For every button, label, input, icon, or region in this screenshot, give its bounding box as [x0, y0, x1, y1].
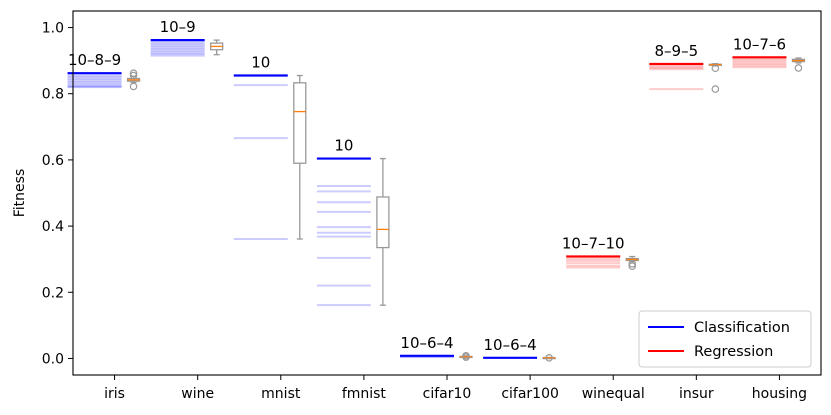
legend-frame — [638, 310, 812, 368]
y-tick-label: 0.0 — [42, 351, 64, 367]
flier-point — [545, 353, 553, 362]
y-tick-label: 0.4 — [42, 219, 64, 235]
y-tick-label: 0.2 — [42, 285, 64, 301]
x-tick-label: insur — [679, 386, 714, 402]
flier-point — [129, 82, 138, 91]
y-axis-label: Fitness — [12, 169, 28, 218]
best-config-label: 10–8–9 — [68, 51, 121, 69]
boxplot — [542, 353, 556, 362]
dataset-housing: 10–7–6 — [732, 35, 806, 72]
best-config-label: 10 — [334, 137, 353, 155]
x-tick-label: fmnist — [342, 386, 387, 402]
best-config-label: 10–7–10 — [562, 235, 625, 253]
x-tick-label: mnist — [261, 386, 301, 402]
y-tick-label: 1.0 — [42, 21, 64, 37]
dataset-wine: 10–9 — [150, 18, 224, 57]
y-tick-label: 0.8 — [42, 87, 64, 103]
boxplot — [625, 255, 639, 270]
dataset-fmnist: 10 — [316, 137, 390, 307]
flier-point — [628, 262, 637, 270]
boxplot — [376, 157, 390, 306]
best-config-label: 10–6–4 — [484, 336, 537, 354]
x-tick-label: cifar10 — [423, 386, 472, 402]
x-tick-label: housing — [752, 386, 807, 402]
dataset-cifar100: 10–6–4 — [483, 336, 556, 362]
best-config-label: 8–9–5 — [655, 42, 699, 60]
flier-point — [711, 64, 720, 73]
x-tick-label: iris — [104, 386, 125, 402]
box-iqr — [293, 82, 307, 164]
best-config-label: 10–6–4 — [400, 334, 453, 352]
dataset-winequal: 10–7–10 — [562, 235, 639, 270]
flier-point — [129, 69, 138, 78]
flier-point — [711, 85, 720, 93]
x-axis: iris wine mnist fmnist cifar10 cifar100 winequ… — [104, 375, 807, 402]
y-axis: 0.0 0.2 0.4 0.6 0.8 1.0 — [42, 21, 73, 367]
x-tick-label: cifar100 — [501, 386, 559, 402]
flier-point — [129, 71, 138, 80]
legend-label-classification: Classification — [694, 320, 790, 336]
flier-point — [462, 353, 470, 361]
dataset-iris: 10–8–9 — [67, 51, 141, 91]
boxplot — [210, 39, 224, 56]
dataset-mnist: 10 — [233, 54, 307, 240]
x-tick-label: winequal — [582, 386, 645, 402]
best-config-label: 10–9 — [160, 18, 196, 36]
legend-label-regression: Regression — [694, 344, 773, 360]
x-tick-label: wine — [181, 386, 214, 402]
boxplot — [126, 69, 141, 91]
y-tick-label: 0.6 — [42, 153, 64, 169]
flier-point — [628, 260, 637, 268]
boxplot — [708, 62, 722, 93]
dataset-insur: 8–9–5 — [649, 42, 722, 93]
dataset-cifar10: 10–6–4 — [400, 334, 473, 361]
best-config-label: 10 — [251, 54, 270, 72]
boxplot — [459, 352, 473, 361]
boxplot — [791, 57, 806, 72]
best-config-label: 10–7–6 — [733, 35, 786, 53]
box-iqr — [376, 196, 390, 249]
plot-area: 10–8–9 10–9 10 10 10–6–4 10–6–4 10–7–10 8–9–5 10… — [67, 18, 806, 362]
boxplot — [293, 74, 307, 240]
flier-point — [794, 64, 803, 72]
